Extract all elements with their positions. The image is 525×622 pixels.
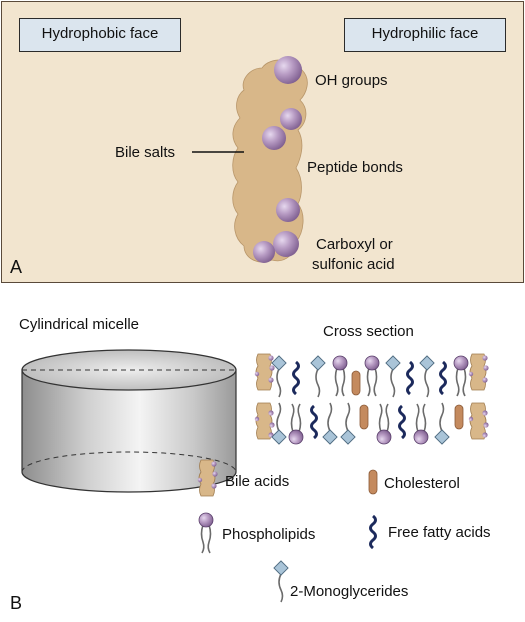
legend-free-fatty-acids-label: Free fatty acids [388, 524, 491, 541]
legend-phospholipids-icon [198, 512, 214, 554]
legend-cholesterol-label: Cholesterol [384, 475, 460, 492]
panel-a-letter: A [10, 257, 23, 277]
oh-group-sphere [262, 126, 286, 150]
oh-group-sphere [280, 108, 302, 130]
cross-section-title: Cross section [323, 323, 414, 340]
peptide-bonds-label: Peptide bonds [307, 159, 403, 176]
hydrophilic-face-label: Hydrophilic face [344, 18, 506, 52]
bile-salts-label: Bile salts [115, 144, 176, 161]
legend-bile-acids-icon [197, 459, 219, 497]
legend-free-fatty-acids-icon [369, 514, 377, 550]
carboxyl-label-line1: Carboxyl or [316, 236, 393, 253]
oh-group-sphere [274, 56, 302, 84]
oh-groups-label: OH groups [315, 72, 388, 89]
legend-monoglycerides-label: 2-Monoglycerides [290, 583, 409, 600]
carboxyl-sphere [273, 231, 299, 257]
peptide-bond-sphere [276, 198, 300, 222]
legend-cholesterol-icon [368, 469, 378, 495]
cylindrical-micelle-title: Cylindrical micelle [19, 316, 140, 333]
legend-bile-acids-label: Bile acids [225, 473, 290, 490]
bile-salt-molecule [232, 56, 308, 263]
panel-b-letter: B [10, 593, 23, 613]
legend-phospholipids-label: Phospholipids [222, 526, 316, 543]
carboxyl-sphere [253, 241, 275, 263]
legend-monoglycerides-icon [273, 560, 289, 603]
cylindrical-micelle [21, 349, 237, 493]
carboxyl-label-line2: sulfonic acid [312, 256, 395, 273]
hydrophobic-face-label: Hydrophobic face [19, 18, 181, 52]
cross-section [254, 353, 490, 445]
